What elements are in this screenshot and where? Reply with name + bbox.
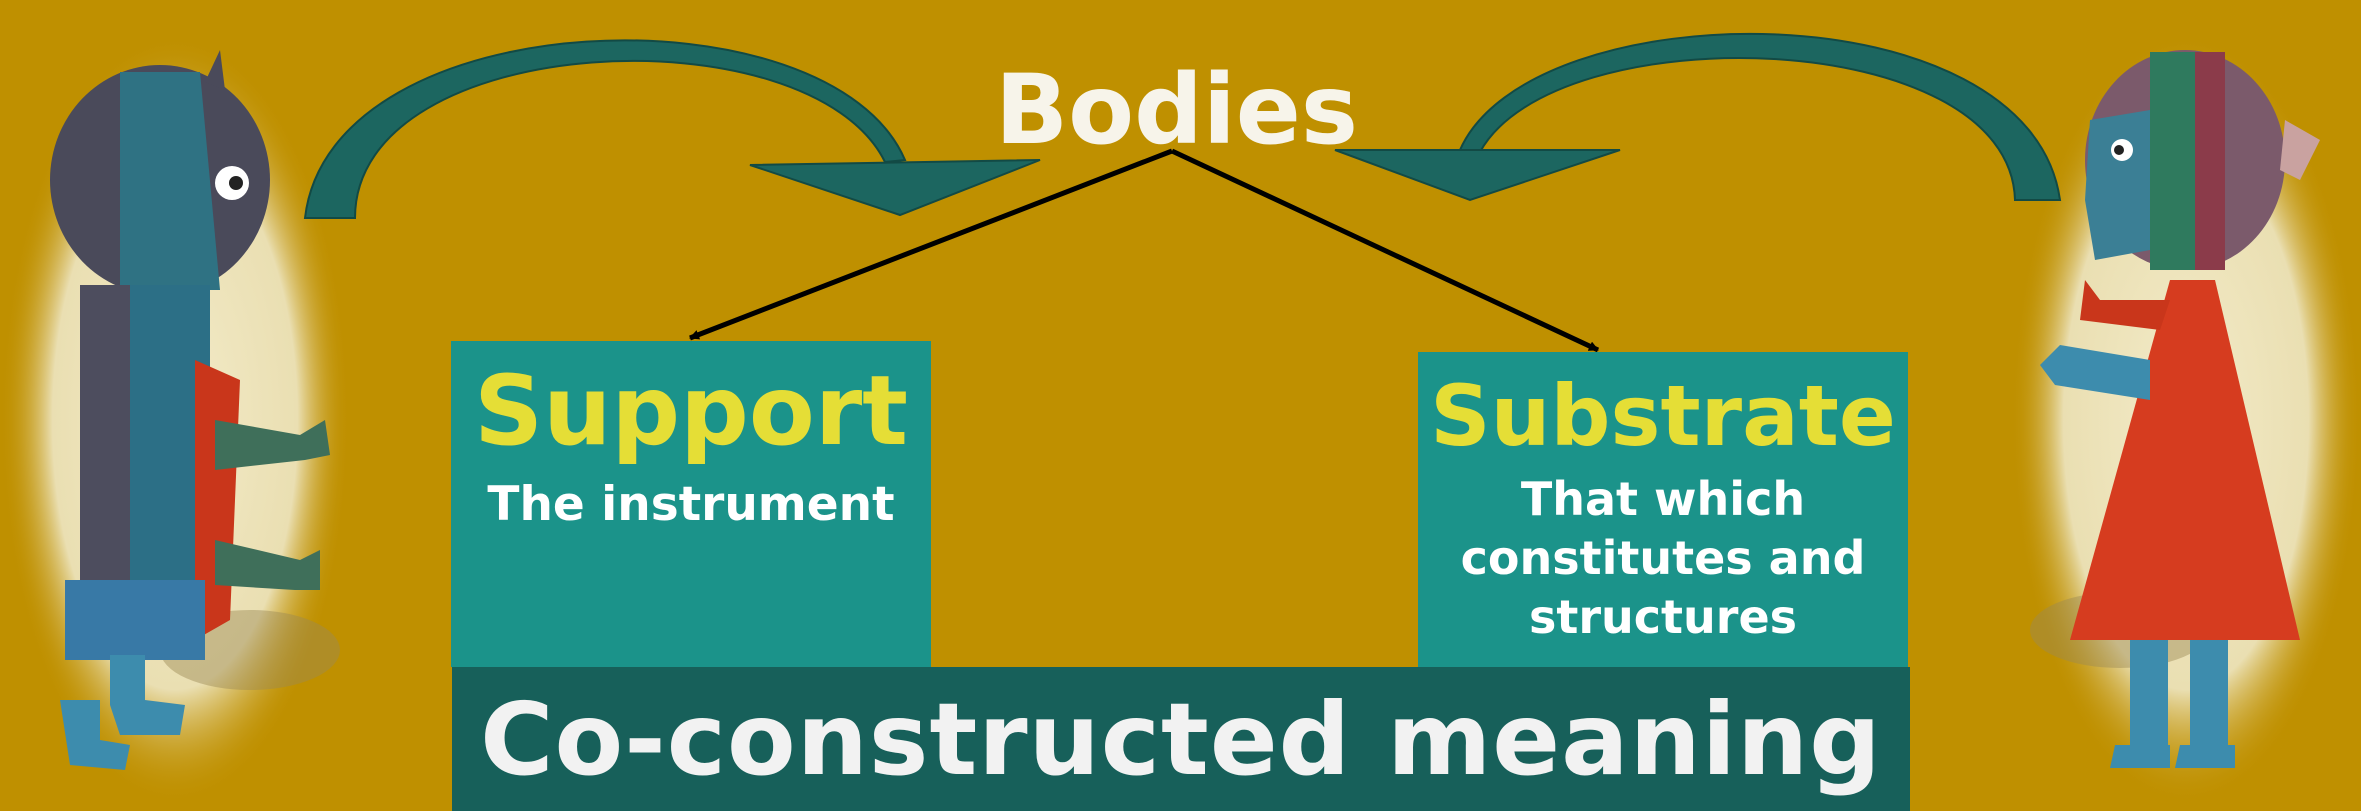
substrate-subtitle: That which constitutes and structures bbox=[1460, 472, 1866, 644]
curved-arrow-right bbox=[1334, 32, 2062, 202]
arrow-bodies-to-support bbox=[689, 148, 1173, 341]
co-constructed-meaning-label: Co-constructed meaning bbox=[480, 680, 1882, 798]
paper-cutout-girl-figure bbox=[2030, 50, 2320, 768]
support-subtitle: The instrument bbox=[487, 477, 895, 532]
curved-arrow-left bbox=[303, 39, 1041, 219]
substrate-box: Substrate That which constitutes and str… bbox=[1418, 352, 1908, 667]
arrow-bodies-to-substrate bbox=[1170, 148, 1600, 353]
support-box: Support The instrument bbox=[451, 341, 931, 667]
substrate-title: Substrate bbox=[1430, 367, 1896, 465]
co-constructed-meaning-bar: Co-constructed meaning bbox=[452, 667, 1910, 811]
bodies-label: Bodies bbox=[995, 54, 1358, 166]
paper-cutout-boy-figure bbox=[50, 50, 340, 770]
support-title: Support bbox=[473, 355, 909, 467]
